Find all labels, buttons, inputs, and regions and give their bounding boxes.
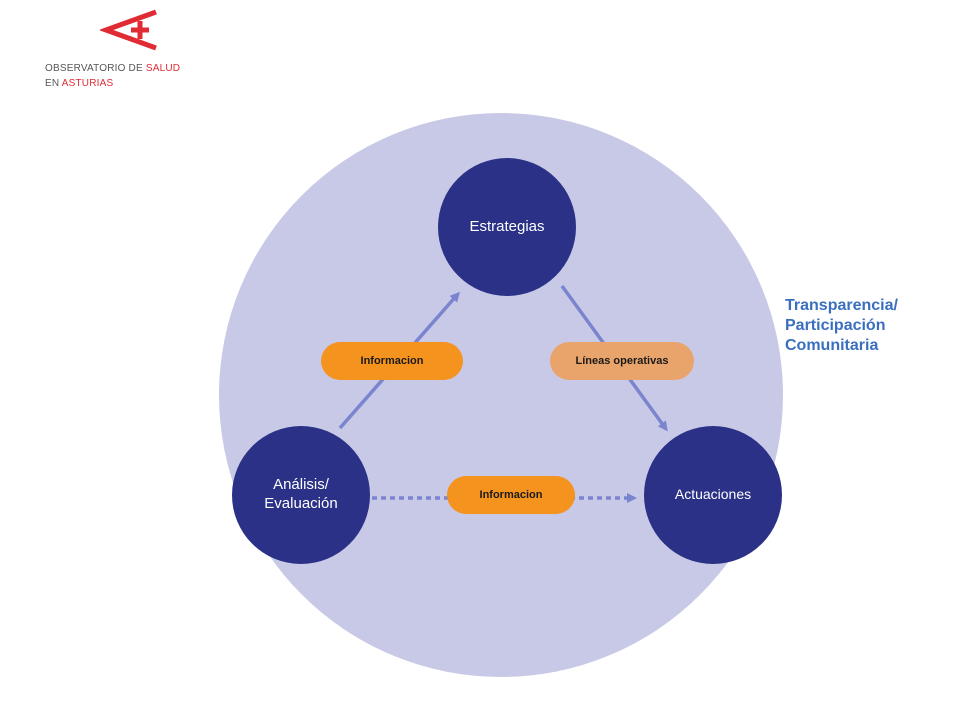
observatorio-logo: OBSERVATORIO DE SALUD EN ASTURIAS	[40, 8, 210, 98]
pill-informacion-bottom-label: Informacion	[479, 489, 543, 501]
node-actions: Actuaciones	[644, 426, 782, 564]
node-analysis: Análisis/ Evaluación	[232, 426, 370, 564]
outer-circle	[219, 113, 783, 677]
node-analysis-label: Análisis/ Evaluación	[264, 476, 338, 512]
logo-text-line2: EN ASTURIAS	[45, 78, 114, 89]
node-actions-label: Actuaciones	[674, 486, 752, 503]
node-strategies: Estrategias	[438, 158, 576, 296]
pill-lineas-operativas: Líneas operativas	[550, 342, 694, 380]
logo-chevron-plus-icon	[100, 9, 157, 51]
side-label-transparencia: Transparencia/ Participación Comunitaria	[785, 297, 898, 354]
logo-text-line1: OBSERVATORIO DE SALUD	[45, 63, 181, 74]
pill-informacion-bottom: Informacion	[447, 476, 575, 514]
node-strategies-label: Estrategias	[469, 217, 545, 235]
pill-informacion-left-label: Informacion	[360, 355, 424, 367]
pill-informacion-left: Informacion	[321, 342, 463, 380]
pill-lineas-operativas-label: Líneas operativas	[575, 355, 669, 367]
